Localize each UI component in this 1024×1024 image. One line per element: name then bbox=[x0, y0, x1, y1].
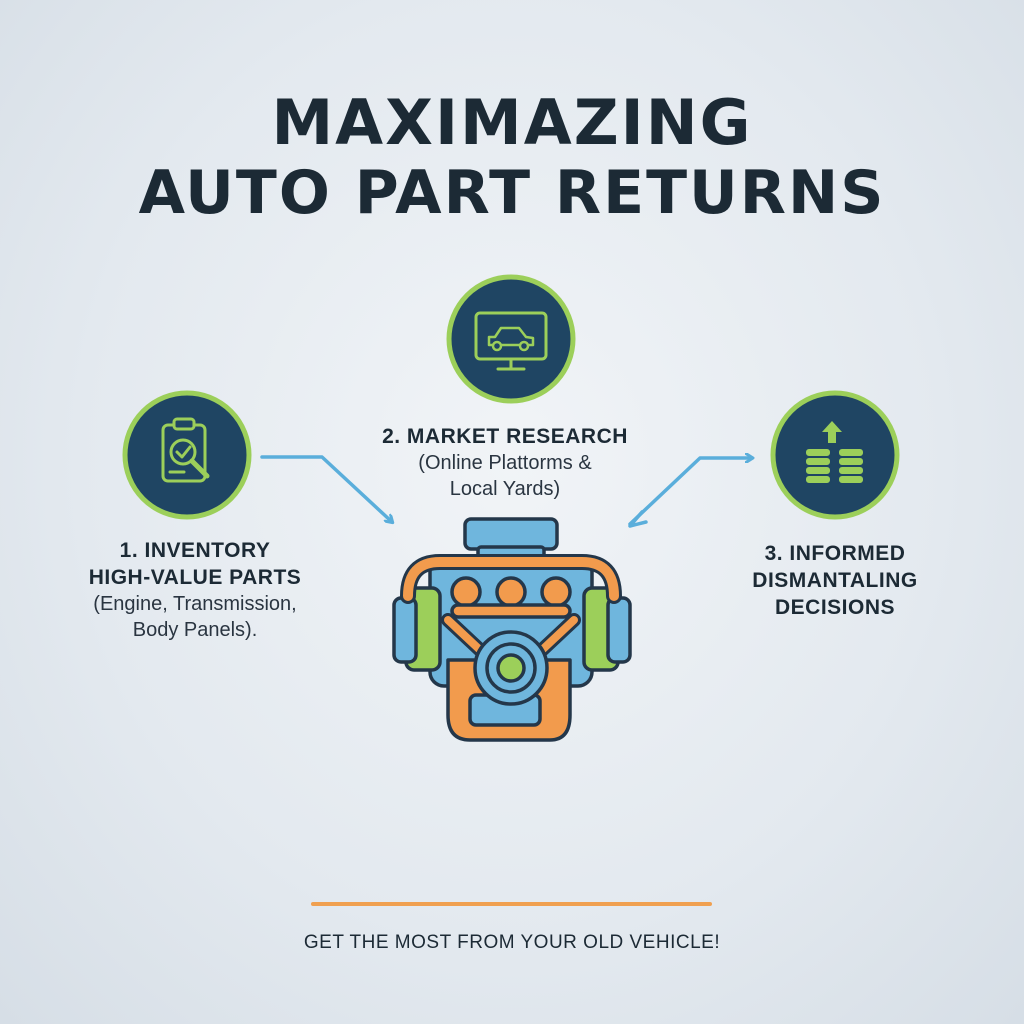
step-3-title-line-2: DISMANTALING bbox=[752, 569, 918, 592]
arrow-step3-to-engine-head bbox=[628, 510, 648, 528]
step-3-title-line-1: 3. INFORMED bbox=[764, 542, 906, 565]
footer-tagline: GET THE MOST FROM YOUR OLD VEHICLE! bbox=[303, 932, 721, 953]
title-line-2: AUTO PART RETURNS bbox=[138, 158, 886, 228]
step-3-title-line-3: DECISIONS bbox=[774, 596, 896, 619]
step-2-text: 2. MARKET RESEARCH (Online Plattorms & L… bbox=[340, 423, 670, 502]
clipboard-magnifier-icon bbox=[122, 390, 252, 520]
step-3-text: 3. INFORMED DISMANTALING DECISIONS bbox=[700, 540, 970, 621]
title-line-1: MAXIMAZING bbox=[271, 86, 753, 159]
coin-stacks-up-arrow-icon bbox=[770, 390, 900, 520]
step-1-title-line-1: 1. INVENTORY bbox=[119, 539, 271, 562]
arrow-engine-step3 bbox=[628, 458, 752, 526]
step-2-desc-line-2: Local Yards) bbox=[449, 478, 561, 500]
step-1-text: 1. INVENTORY HIGH-VALUE PARTS (Engine, T… bbox=[60, 537, 330, 643]
engine-icon bbox=[392, 517, 632, 742]
step-2-title: 2. MARKET RESEARCH bbox=[382, 425, 628, 448]
footer-divider bbox=[311, 902, 712, 906]
step-2-desc-line-1: (Online Plattorms & bbox=[418, 452, 592, 474]
step-1-desc-line-1: (Engine, Transmission, bbox=[93, 593, 297, 615]
step-1-desc-line-2: Body Panels). bbox=[132, 619, 258, 641]
arrow-step1-to-engine bbox=[260, 455, 392, 522]
monitor-car-icon bbox=[446, 274, 576, 404]
step-1-title-line-2: HIGH-VALUE PARTS bbox=[88, 566, 302, 589]
